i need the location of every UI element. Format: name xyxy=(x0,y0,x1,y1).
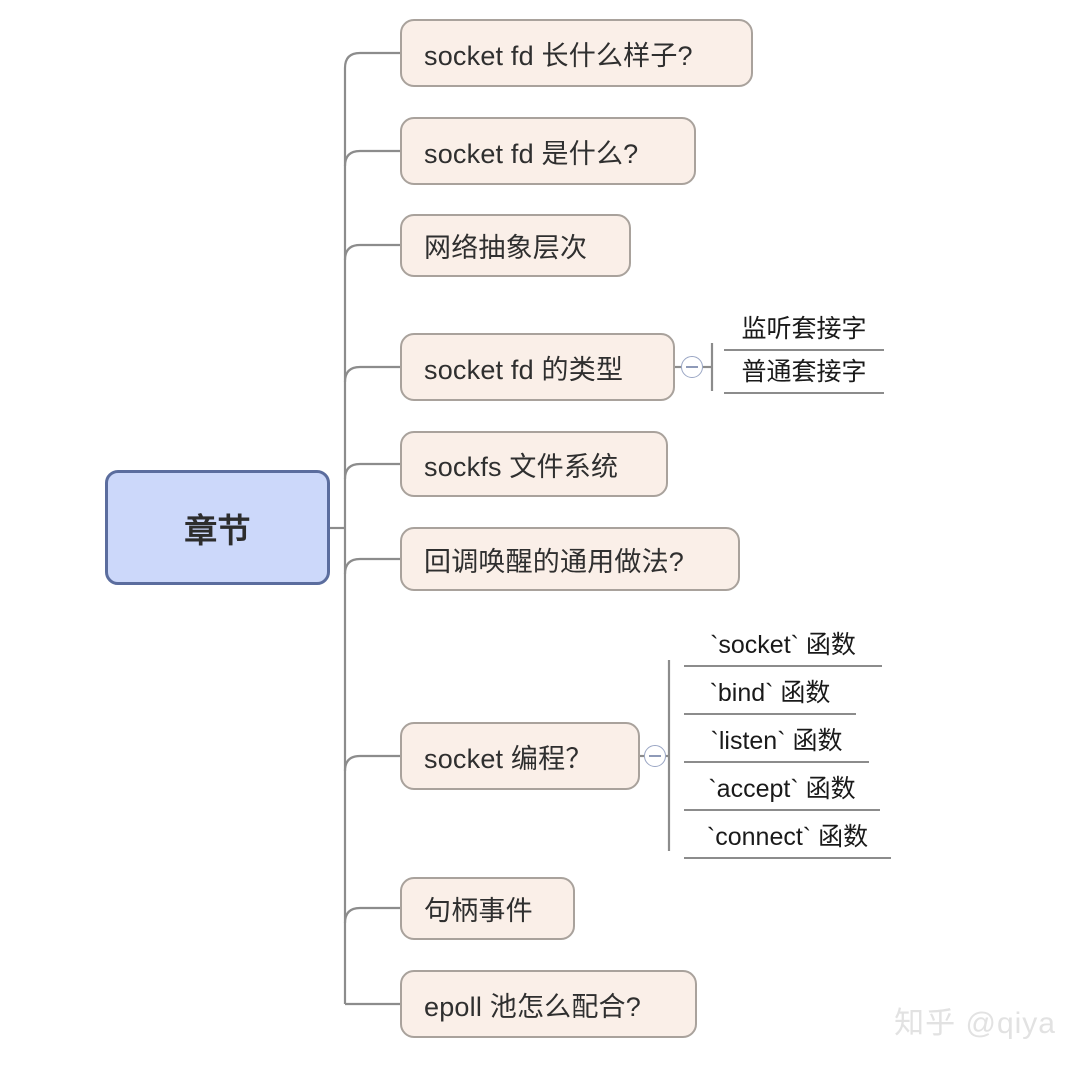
sub-item-label: `socket` 函数 xyxy=(710,631,856,659)
sub-item-accept-function[interactable]: `accept` 函数 xyxy=(684,769,880,811)
branch-node-label: 回调唤醒的通用做法? xyxy=(424,546,685,577)
sub-item-connect-function[interactable]: `connect` 函数 xyxy=(684,817,891,859)
sub-item-listen-function[interactable]: `listen` 函数 xyxy=(684,721,869,763)
sub-item-label: `bind` 函数 xyxy=(709,679,831,707)
sub-item-socket-function[interactable]: `socket` 函数 xyxy=(684,625,882,667)
branch-node-label: 句柄事件 xyxy=(424,896,533,926)
branch-node-label: epoll 池怎么配合? xyxy=(424,991,641,1022)
sub-item-label: `listen` 函数 xyxy=(710,727,843,755)
watermark: 知乎 @qiya xyxy=(894,1007,1056,1040)
branch-node-callback-wakeup[interactable]: 回调唤醒的通用做法? xyxy=(400,527,740,591)
branch-node-label: socket fd 的类型 xyxy=(424,354,624,385)
collapse-minus-icon[interactable] xyxy=(681,356,703,378)
branch-node-label: socket fd 长什么样子? xyxy=(424,40,693,71)
branch-node-epoll-pool[interactable]: epoll 池怎么配合? xyxy=(400,970,697,1038)
branch-node-sockfs-filesystem[interactable]: sockfs 文件系统 xyxy=(400,431,668,497)
sub-item-listening-socket[interactable]: 监听套接字 xyxy=(724,309,884,351)
branch-node-label: socket fd 是什么? xyxy=(424,138,639,169)
sub-item-bind-function[interactable]: `bind` 函数 xyxy=(684,673,856,715)
branch-node-label: socket 编程？ xyxy=(424,743,593,774)
branch-node-socket-programming[interactable]: socket 编程？ xyxy=(400,722,640,790)
branch-node-handle-events[interactable]: 句柄事件 xyxy=(400,877,575,940)
sub-item-label: `connect` 函数 xyxy=(706,823,869,851)
root-node[interactable]: 章节 xyxy=(105,470,330,585)
root-node-label: 章节 xyxy=(184,511,251,549)
branch-node-network-abstraction-layers[interactable]: 网络抽象层次 xyxy=(400,214,631,277)
branch-node-label: sockfs 文件系统 xyxy=(424,451,619,482)
sub-item-label: 监听套接字 xyxy=(741,315,867,343)
branch-node-socket-fd-appearance[interactable]: socket fd 长什么样子? xyxy=(400,19,753,87)
sub-item-label: 普通套接字 xyxy=(741,358,867,386)
branch-node-socket-fd-what[interactable]: socket fd 是什么? xyxy=(400,117,696,185)
sub-item-normal-socket[interactable]: 普通套接字 xyxy=(724,352,884,394)
branch-node-socket-fd-types[interactable]: socket fd 的类型 xyxy=(400,333,675,401)
branch-node-label: 网络抽象层次 xyxy=(424,233,588,263)
sub-item-label: `accept` 函数 xyxy=(708,775,856,803)
collapse-minus-icon[interactable] xyxy=(644,745,666,767)
